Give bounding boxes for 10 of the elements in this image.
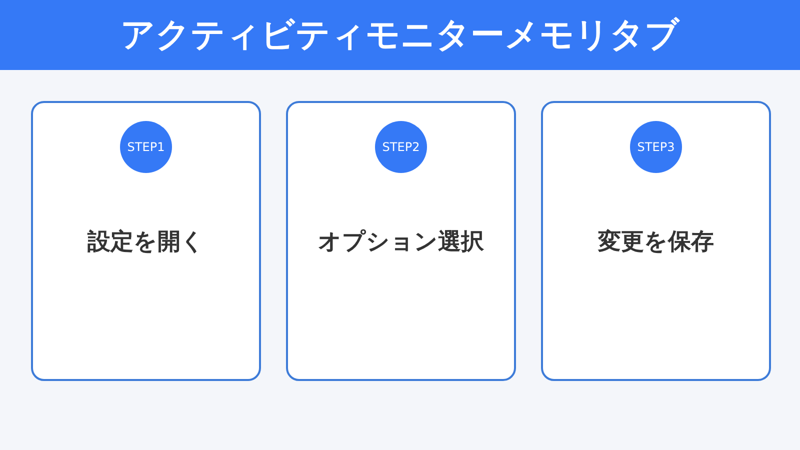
step-card <box>286 101 516 381</box>
step-label: 設定を開く <box>88 229 204 257</box>
step-number-circle: STEP3 <box>630 121 682 173</box>
step-number-circle: STEP1 <box>120 121 172 173</box>
step-label: オプション選択 <box>318 229 484 257</box>
step-label: 変更を保存 <box>598 229 714 257</box>
step-card <box>541 101 771 381</box>
step-number-circle: STEP2 <box>375 121 427 173</box>
step-card <box>31 101 261 381</box>
title-bar: アクティビティモニターメモリタブ <box>0 0 800 70</box>
